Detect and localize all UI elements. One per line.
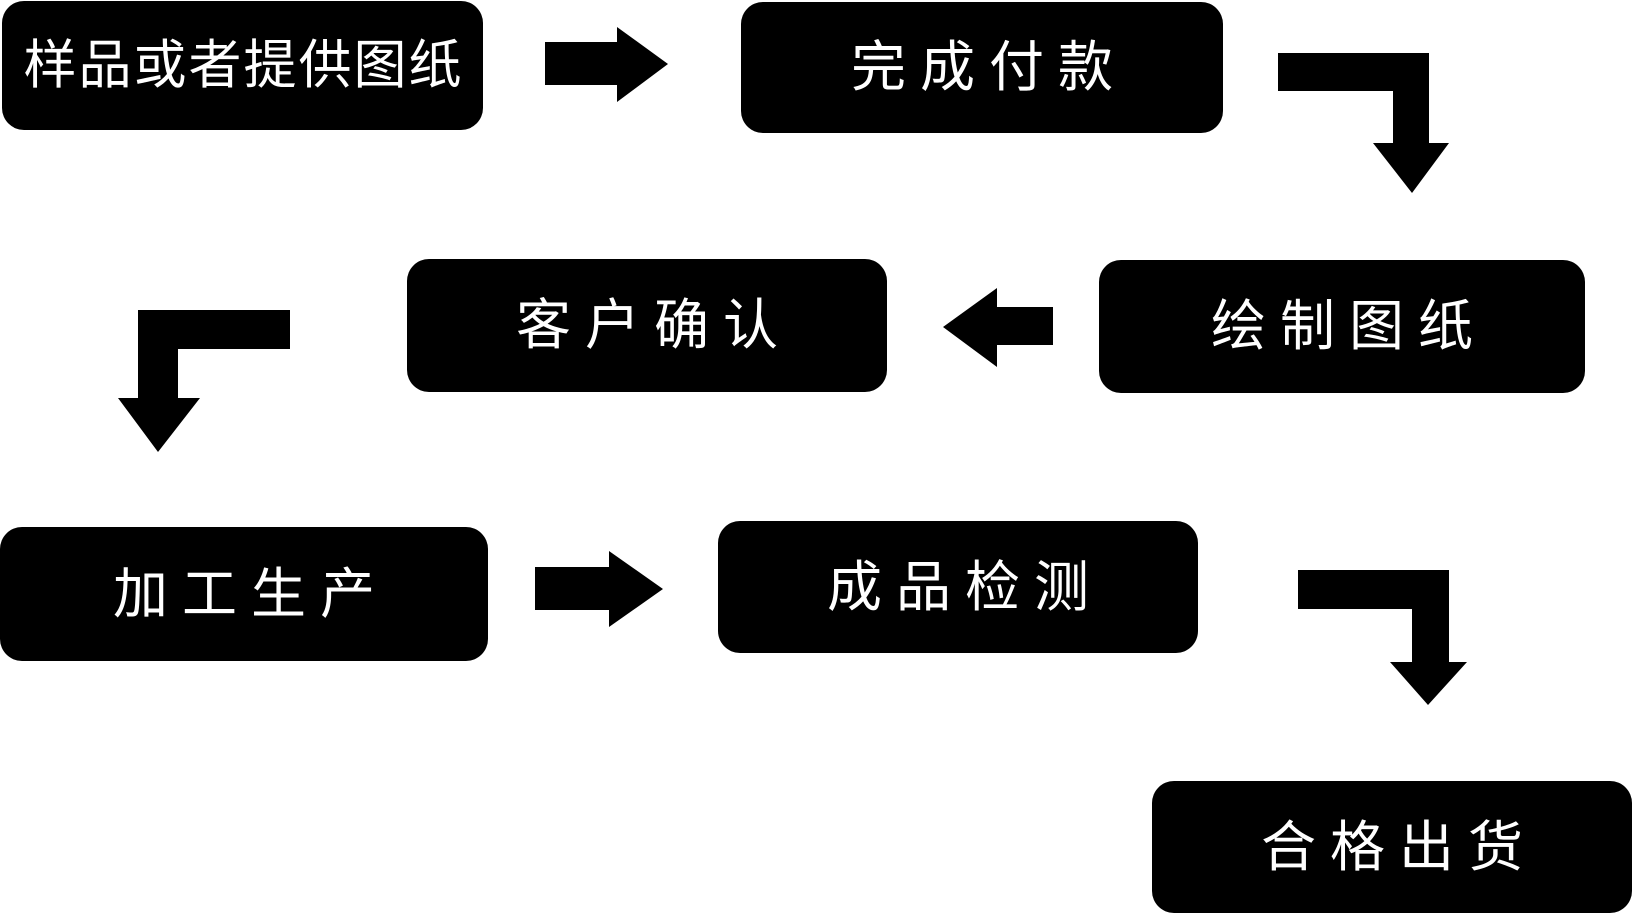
flow-node-label: 加工生产 [112,562,389,625]
flow-node-processing-production: 加工生产 [0,527,488,661]
flow-node-label: 客户确认 [515,294,792,356]
arrow-right-icon [535,551,663,627]
flow-node-complete-payment: 完成付款 [741,2,1223,133]
arrow-right-icon [545,27,668,102]
elbow-arrow-down-right-icon [1278,53,1449,193]
flow-node-label: 样品或者提供图纸 [23,36,464,95]
flow-node-label: 合格出货 [1260,815,1537,878]
flow-node-label: 绘制图纸 [1210,295,1487,357]
flow-node-qualified-shipment: 合格出货 [1152,781,1632,913]
flow-node-label: 完成付款 [850,36,1127,98]
flow-node-product-inspection: 成品检测 [718,521,1198,653]
flow-node-customer-confirm: 客户确认 [407,259,887,392]
elbow-arrow-down-right-icon [1298,570,1467,705]
arrow-left-icon [943,288,1053,367]
flow-node-draw-drawing: 绘制图纸 [1099,260,1585,393]
flow-node-sample-or-drawing: 样品或者提供图纸 [2,1,483,130]
flow-node-label: 成品检测 [826,555,1103,618]
elbow-arrow-down-left-icon [118,310,290,452]
